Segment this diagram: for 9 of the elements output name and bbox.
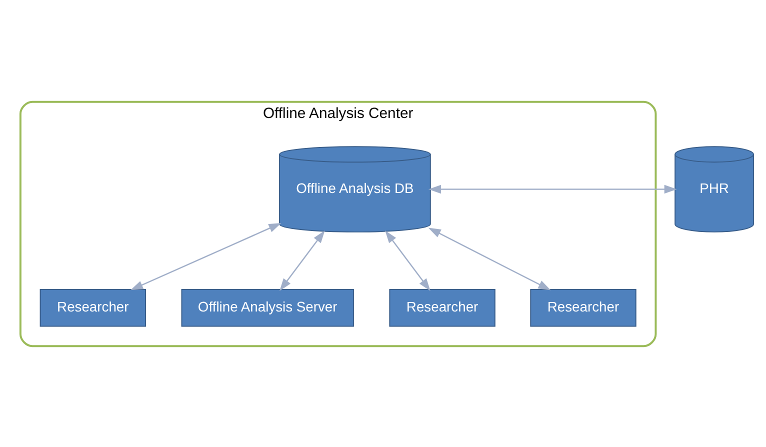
arrow [280, 230, 325, 290]
arrow [130, 222, 282, 290]
node-box: Researcher [40, 288, 146, 326]
arrow [428, 184, 677, 194]
node-box: Researcher [530, 288, 636, 326]
node-box: Offline Analysis Server [181, 288, 354, 326]
node-box: Researcher [389, 288, 496, 326]
arrow [385, 230, 430, 290]
arrow [428, 227, 551, 290]
